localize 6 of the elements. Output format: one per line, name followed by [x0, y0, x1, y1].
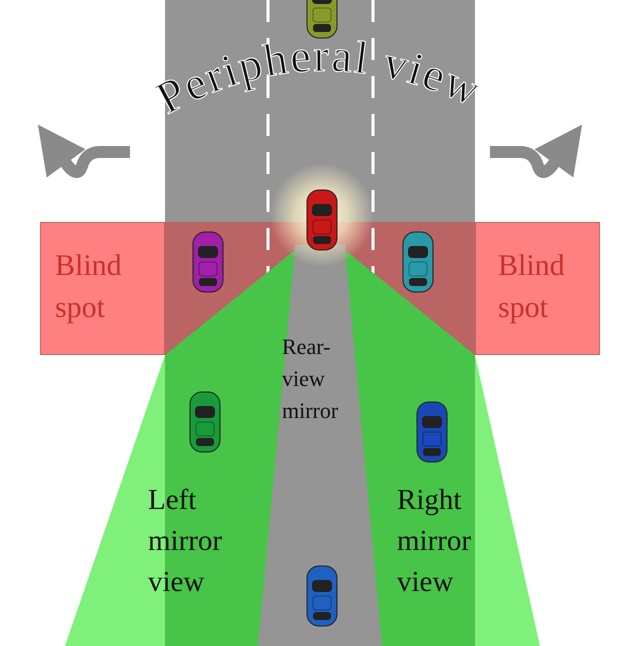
zone-label: Blind spot: [498, 248, 566, 326]
zone-label: Blind spot: [55, 248, 123, 326]
zone-label: Right mirror view: [397, 480, 507, 603]
blind-spot-zone: [475, 222, 600, 355]
zone-label: Left mirror view: [148, 480, 258, 603]
blind-spot-zone: [40, 222, 165, 355]
